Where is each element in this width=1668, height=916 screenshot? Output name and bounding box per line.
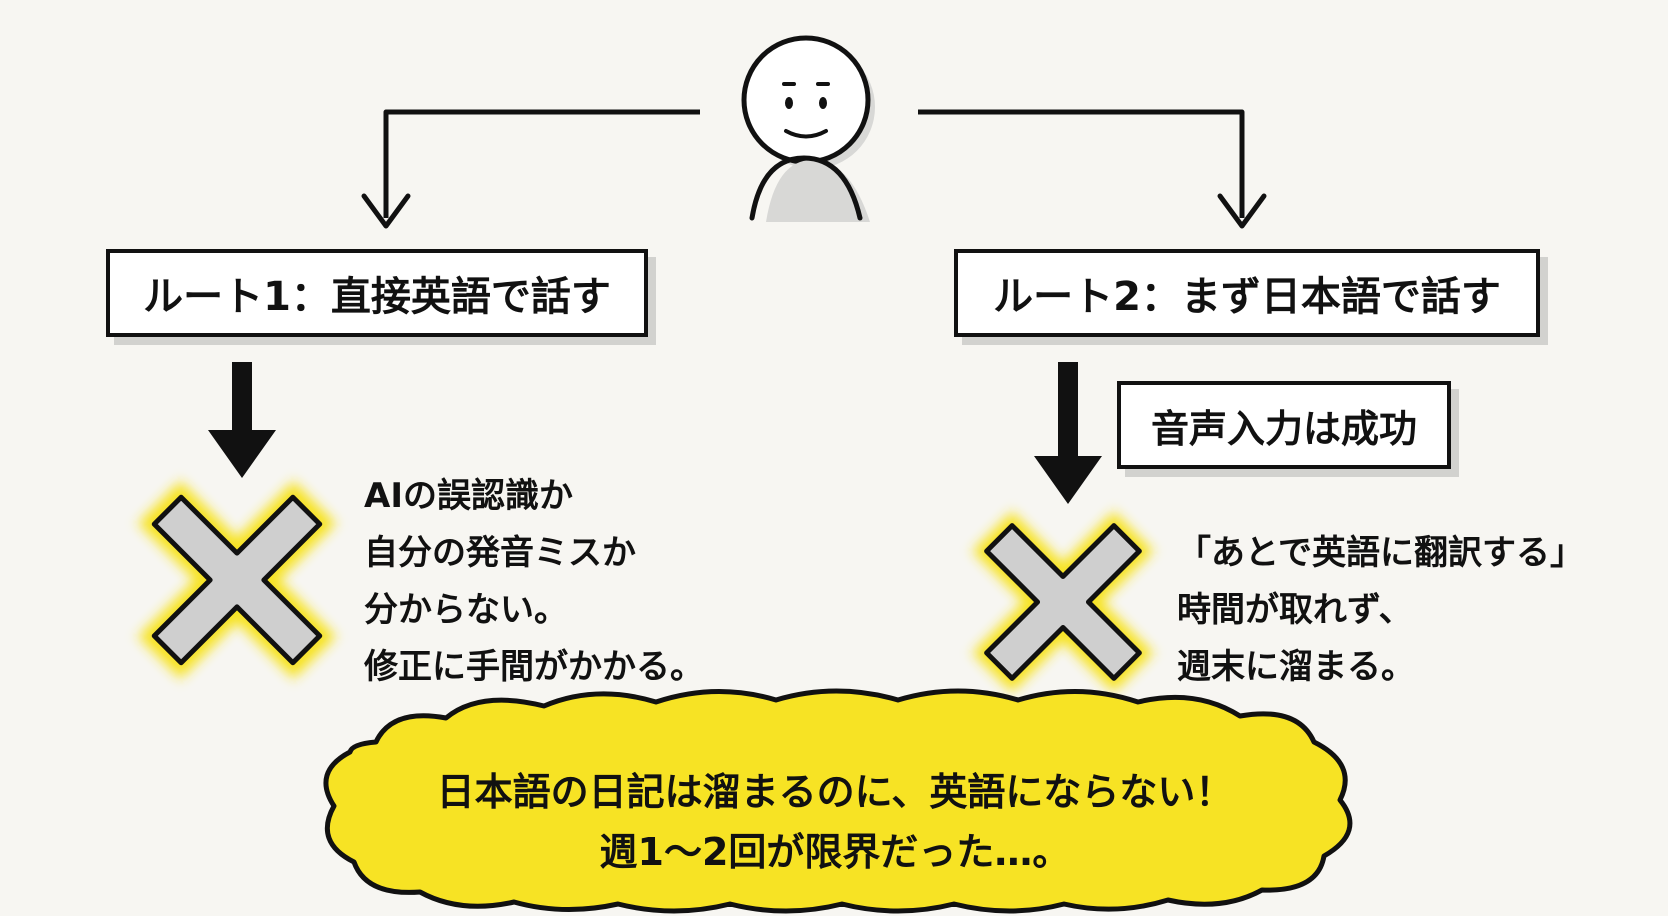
note-line: 「あとで英語に翻訳する」 [1177, 533, 1584, 573]
note-line: 時間が取れず、 [1177, 590, 1413, 630]
conclusion-text: 日本語の日記は溜まるのに、英語にならない！ 週1〜2回が限界だった…。 [330, 762, 1340, 882]
person-icon [741, 35, 875, 222]
conclusion-cloud [323, 688, 1353, 914]
down-arrow-right [1034, 362, 1102, 504]
note-line: 修正に手間がかかる。 [364, 647, 704, 687]
route2-label: ルート2：まず日本語で話す [993, 274, 1501, 320]
branch-arrow-right [918, 109, 1267, 229]
conclusion-line-2: 週1〜2回が限界だった…。 [599, 830, 1071, 874]
cross-icon [138, 481, 336, 679]
route2-box: ルート2：まず日本語で話す [954, 249, 1540, 337]
route1-label: ルート1：直接英語で話す [143, 274, 611, 320]
route1-box: ルート1：直接英語で話す [106, 249, 648, 337]
branch-arrow-left [361, 109, 700, 229]
voice-input-label: 音声入力は成功 [1150, 406, 1417, 451]
down-arrow-left [208, 362, 276, 478]
voice-input-tag: 音声入力は成功 [1117, 381, 1451, 469]
note-line: AIの誤認識か [364, 476, 573, 516]
route2-problem-note: 「あとで英語に翻訳する」 時間が取れず、 週末に溜まる。 [1177, 525, 1584, 696]
route1-problem-note: AIの誤認識か 自分の発音ミスか 分からない。 修正に手間がかかる。 [364, 468, 704, 696]
note-line: 週末に溜まる。 [1177, 647, 1415, 687]
note-line: 分からない。 [364, 590, 568, 630]
note-line: 自分の発音ミスか [364, 533, 636, 573]
conclusion-line-1: 日本語の日記は溜まるのに、英語にならない！ [436, 770, 1234, 814]
cross-icon [972, 511, 1154, 693]
